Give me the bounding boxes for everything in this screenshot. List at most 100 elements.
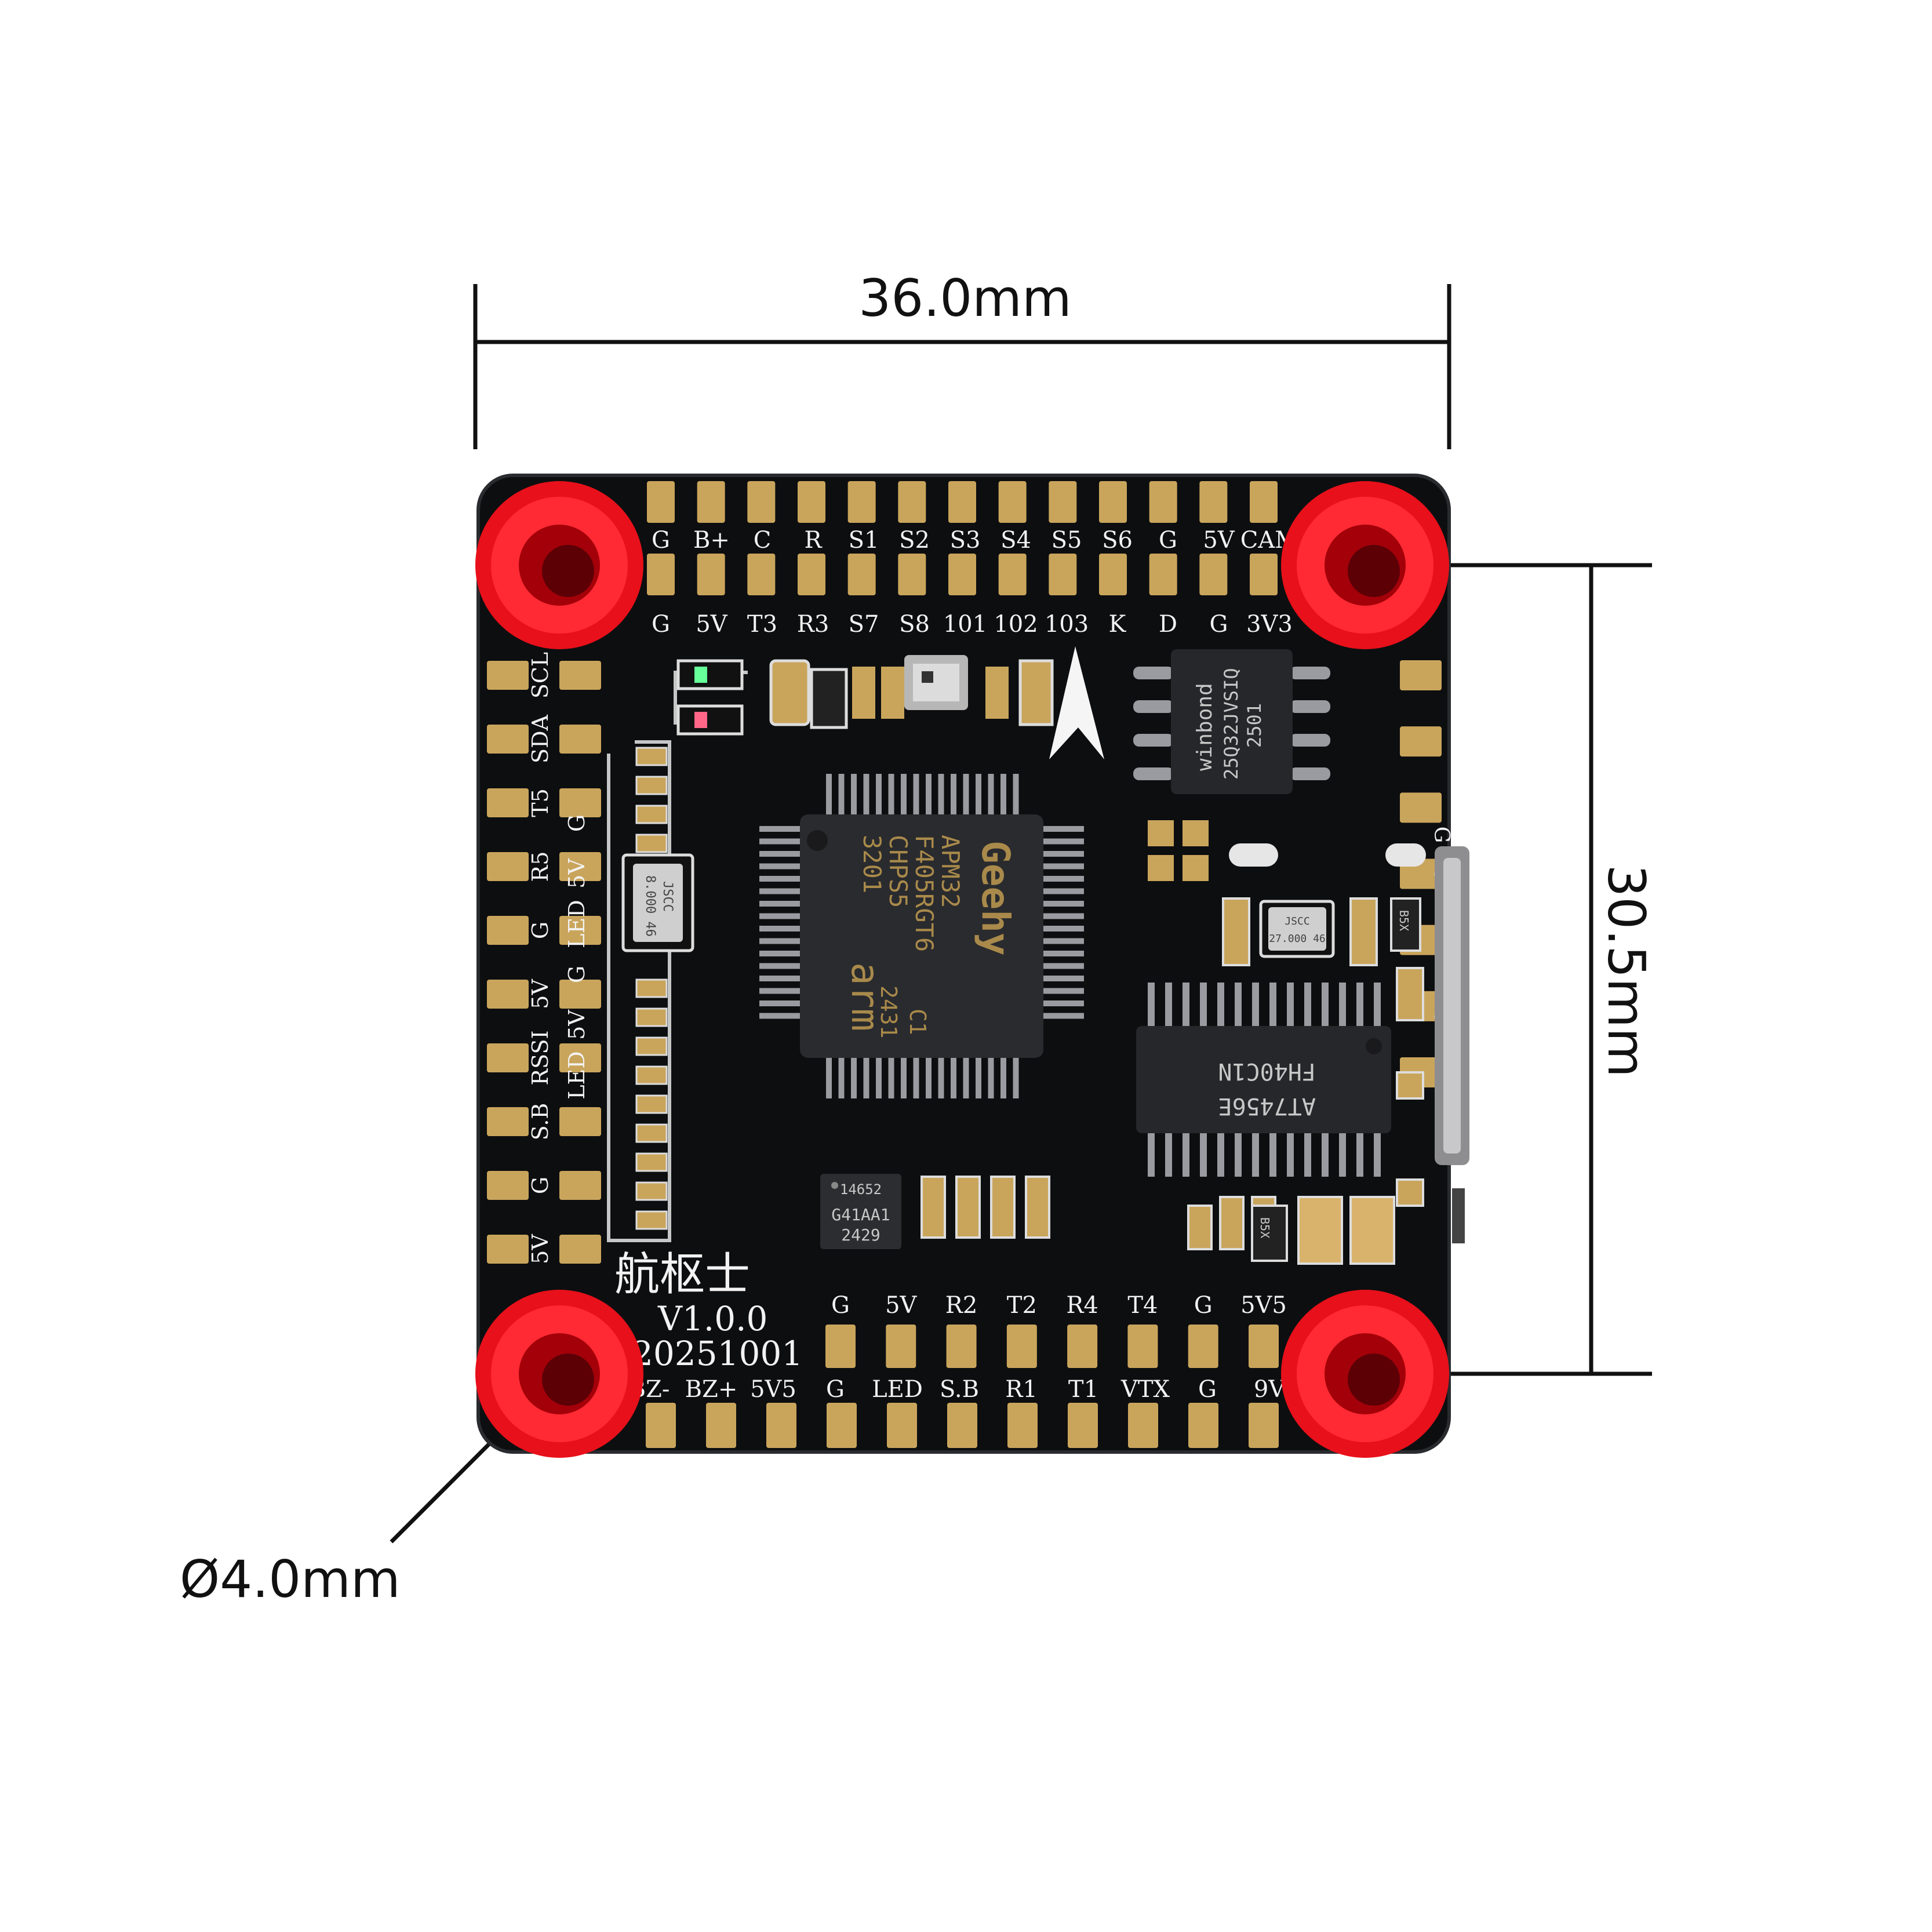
pad	[898, 554, 926, 595]
pad	[747, 481, 776, 523]
pad-label: G	[1210, 611, 1228, 638]
mcu-line-6: 2431	[876, 985, 901, 1039]
pad	[559, 1235, 601, 1264]
pad	[487, 788, 529, 817]
grommet	[475, 1290, 643, 1458]
pad	[1099, 554, 1127, 595]
height-label: 30.5mm	[1596, 864, 1656, 1077]
usb-connector	[1435, 846, 1469, 1165]
pad-label: SDA	[527, 714, 553, 763]
pad-label: SCL	[527, 652, 553, 698]
pad	[1049, 554, 1077, 595]
pad	[998, 554, 1027, 595]
pad-label: G	[1429, 827, 1453, 843]
pad-label: 5V	[696, 611, 727, 638]
pad	[559, 852, 601, 881]
crystal1-freq: 8.000 46	[643, 875, 657, 937]
pad-label: 103	[1045, 611, 1089, 638]
pad-label: T5	[527, 788, 553, 817]
osd-chip: AT7456E FH40C1N	[1136, 983, 1391, 1177]
pad	[559, 1171, 601, 1200]
inductor-mark-2: B5X	[1258, 1217, 1272, 1238]
pad-label: G	[652, 527, 670, 554]
pad-label: G	[564, 814, 590, 832]
inductor-mark-1: B5X	[1397, 910, 1411, 931]
osd-line-2: FH40C1N	[1218, 1058, 1316, 1085]
pad	[827, 1403, 857, 1448]
pad-label: 5V	[1203, 527, 1235, 554]
pad-label: G	[1159, 527, 1177, 554]
pad-label: RSSI	[527, 1030, 553, 1085]
width-label: 36.0mm	[858, 268, 1071, 328]
pad-label: D	[1159, 611, 1177, 638]
pad-label: VTX	[1120, 1376, 1170, 1403]
boot-button	[1452, 1188, 1465, 1243]
pad-label: LED	[872, 1376, 923, 1403]
orientation-arrow	[1049, 646, 1104, 759]
pad	[887, 1403, 917, 1448]
pad-label: G	[527, 922, 553, 939]
flash-brand: winbond	[1193, 683, 1217, 771]
date-text: 20251001	[632, 1334, 803, 1373]
smd-component	[635, 776, 668, 795]
pad	[487, 661, 529, 690]
pad-label: 9V	[1254, 1376, 1286, 1403]
pad-label: S.B	[940, 1376, 979, 1403]
pad-label: 3V3	[1246, 611, 1293, 638]
pad-label: S2	[899, 527, 930, 554]
pad-label: C	[754, 527, 772, 554]
pad	[948, 554, 976, 595]
pad-label: T2	[1007, 1292, 1037, 1319]
smd-component	[635, 1065, 668, 1085]
imu-chip: 14652 G41AA1 2429	[820, 1174, 901, 1249]
smd-component	[635, 1123, 668, 1143]
smd-component	[635, 747, 668, 766]
pad	[798, 481, 825, 523]
crystal-27mhz: JSCC 27.000 46	[1259, 900, 1335, 958]
pad	[1007, 1403, 1038, 1448]
pad	[1188, 1325, 1218, 1368]
mcu-line-4: 3201	[858, 835, 886, 893]
left-passive-components	[635, 747, 668, 1230]
pad-label: LED	[564, 1051, 590, 1099]
mcu-brand: Geehy	[973, 841, 1018, 956]
pad-label: 5V	[564, 858, 590, 889]
hole-label: Ø4.0mm	[180, 1549, 401, 1609]
pad-label: K	[1109, 611, 1127, 638]
hole-dimension: Ø4.0mm	[180, 1372, 561, 1609]
imu-line-1: 14652	[840, 1181, 882, 1198]
smd-component	[635, 978, 668, 998]
pad-label: BZ+	[685, 1376, 738, 1403]
pad	[646, 1403, 676, 1448]
pad-label: R5	[527, 852, 553, 882]
grommet	[1281, 1290, 1449, 1458]
pad-label: R4	[1066, 1292, 1098, 1319]
mcu-arm-logo: arm	[843, 962, 887, 1031]
pad	[559, 916, 601, 945]
pad-label: R2	[945, 1292, 978, 1319]
pad-label: T3	[747, 611, 777, 638]
pad-label: 5V5	[750, 1376, 796, 1403]
pad-label: S8	[899, 611, 930, 638]
pad-label: S6	[1102, 527, 1133, 554]
top-pad-rows	[647, 481, 1278, 595]
pad-label: S.B	[527, 1103, 553, 1141]
mcu-line-1: APM32	[936, 835, 965, 908]
smd-component	[635, 1007, 668, 1027]
barometer-sensor	[904, 655, 968, 710]
pad	[946, 1325, 977, 1368]
smd-component	[635, 1152, 668, 1172]
pad	[487, 916, 529, 945]
pad	[487, 1171, 529, 1200]
pad	[487, 852, 529, 881]
crystal1-brand: JSCC	[660, 881, 675, 912]
pad	[886, 1325, 916, 1368]
pad-label: T1	[1068, 1376, 1098, 1403]
pad	[487, 1235, 529, 1264]
osd-line-1: AT7456E	[1218, 1093, 1316, 1119]
